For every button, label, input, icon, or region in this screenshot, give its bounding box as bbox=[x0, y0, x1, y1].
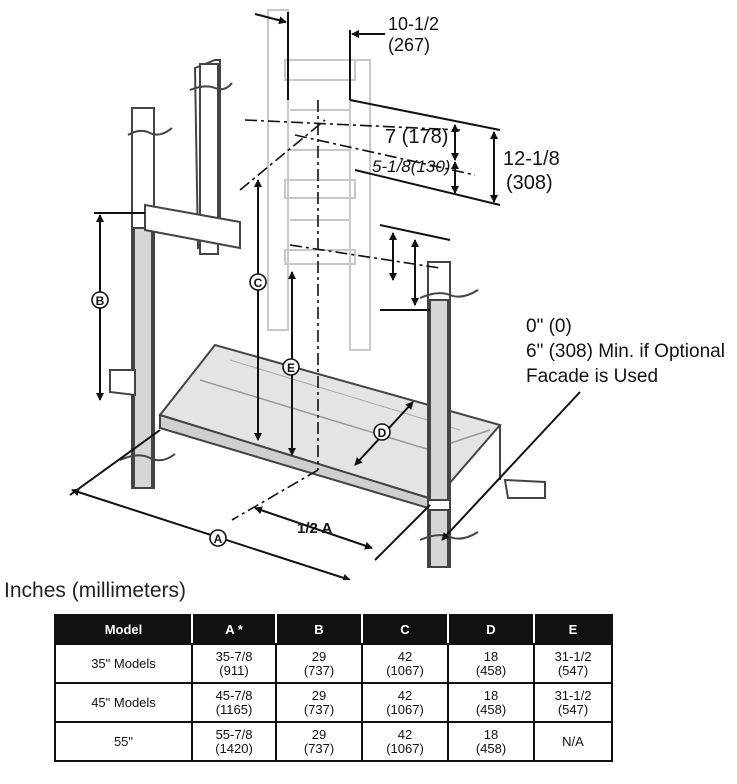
cell-d-mm: (458) bbox=[475, 701, 507, 717]
header-d: D bbox=[447, 614, 535, 645]
header-c: C bbox=[361, 614, 449, 645]
table-header-row: Model A * B C D E bbox=[54, 614, 613, 645]
callout-d: D bbox=[373, 423, 391, 441]
cell-d-in: 18 bbox=[483, 726, 499, 742]
cell-e: 31-1/2(547) bbox=[533, 682, 613, 723]
cell-a-mm: (1420) bbox=[215, 740, 253, 756]
cell-model: 45" Models bbox=[54, 682, 193, 723]
top-width-label: 10-1/2 bbox=[388, 14, 439, 34]
dim2-label: 5-1/8(130) bbox=[372, 157, 450, 176]
cell-a-mm: (911) bbox=[219, 662, 249, 678]
cell-a-mm: (1165) bbox=[215, 701, 253, 717]
cell-a-in: 45-7/8 bbox=[215, 687, 253, 703]
cell-a: 45-7/8(1165) bbox=[191, 682, 277, 723]
cell-d: 18(458) bbox=[447, 643, 535, 684]
cell-e-in: N/A bbox=[562, 733, 584, 749]
header-b: B bbox=[275, 614, 363, 645]
cell-a-in: 35-7/8 bbox=[215, 648, 253, 664]
cell-c-in: 42 bbox=[397, 687, 413, 703]
cell-b-mm: (737) bbox=[303, 662, 335, 678]
cell-e-mm: (547) bbox=[557, 701, 589, 717]
cell-a: 35-7/8(911) bbox=[191, 643, 277, 684]
callout-d-letter: D bbox=[378, 426, 387, 440]
cell-b-in: 29 bbox=[311, 726, 327, 742]
dimensions-table: Model A * B C D E 35" Models 35-7/8(911)… bbox=[54, 614, 613, 762]
cell-b-mm: (737) bbox=[303, 701, 335, 717]
centerlines bbox=[231, 100, 476, 521]
callout-b-letter: B bbox=[96, 294, 105, 308]
half-a-label: 1/2 A bbox=[297, 520, 332, 537]
chase-framing bbox=[267, 9, 371, 351]
cell-d-mm: (458) bbox=[475, 662, 507, 678]
cell-d-mm: (458) bbox=[475, 740, 507, 756]
cell-e: N/A bbox=[533, 721, 613, 762]
base-platform bbox=[109, 343, 546, 512]
cell-d: 18(458) bbox=[447, 721, 535, 762]
cell-c-mm: (1067) bbox=[386, 740, 424, 756]
top-width-mm-label: (267) bbox=[388, 35, 430, 55]
callout-a-letter: A bbox=[214, 532, 223, 546]
cell-c: 42(1067) bbox=[361, 682, 449, 723]
right-stud bbox=[419, 261, 479, 568]
cell-d-in: 18 bbox=[483, 687, 499, 703]
cell-e-mm: (547) bbox=[557, 662, 589, 678]
clearance-line2: 6" (308) Min. if Optional bbox=[526, 341, 725, 362]
dim1-label: 7 (178) bbox=[385, 126, 448, 148]
cell-c-mm: (1067) bbox=[386, 662, 424, 678]
cell-a-in: 55-7/8 bbox=[215, 726, 253, 742]
header-model: Model bbox=[54, 614, 193, 645]
table-row: 55" 55-7/8(1420) 29(737) 42(1067) 18(458… bbox=[54, 721, 613, 762]
cell-d: 18(458) bbox=[447, 682, 535, 723]
dim3-label: 12-1/8 bbox=[503, 148, 560, 170]
header-a: A * bbox=[191, 614, 277, 645]
callout-b: B bbox=[91, 291, 109, 309]
callout-c-letter: C bbox=[254, 276, 263, 290]
left-studs bbox=[119, 59, 241, 489]
dim3-mm-label: (308) bbox=[506, 172, 553, 194]
cell-d-in: 18 bbox=[483, 648, 499, 664]
cell-c: 42(1067) bbox=[361, 721, 449, 762]
cell-e: 31-1/2(547) bbox=[533, 643, 613, 684]
clearance-line3: Facade is Used bbox=[526, 366, 658, 387]
callout-a: A bbox=[209, 529, 227, 547]
cell-b-mm: (737) bbox=[303, 740, 335, 756]
cell-e-in: 31-1/2 bbox=[554, 648, 592, 664]
cell-b-in: 29 bbox=[311, 648, 327, 664]
cell-c-in: 42 bbox=[397, 648, 413, 664]
cell-c: 42(1067) bbox=[361, 643, 449, 684]
table-row: 45" Models 45-7/8(1165) 29(737) 42(1067)… bbox=[54, 682, 613, 723]
cell-model: 55" bbox=[54, 721, 193, 762]
callout-e-letter: E bbox=[287, 361, 295, 375]
cell-model: 35" Models bbox=[54, 643, 193, 684]
cell-c-in: 42 bbox=[397, 726, 413, 742]
units-caption: Inches (millimeters) bbox=[4, 579, 187, 602]
table-row: 35" Models 35-7/8(911) 29(737) 42(1067) … bbox=[54, 643, 613, 684]
header-e: E bbox=[533, 614, 613, 645]
cell-b-in: 29 bbox=[311, 687, 327, 703]
clearance-line1: 0" (0) bbox=[526, 316, 572, 337]
cell-b: 29(737) bbox=[275, 721, 363, 762]
cell-c-mm: (1067) bbox=[386, 701, 424, 717]
framing-diagram: 10-1/2 (267) 7 (178) 5-1/8(130) 12-1/8 (… bbox=[69, 9, 725, 580]
callout-c: C bbox=[249, 273, 267, 291]
cell-a: 55-7/8(1420) bbox=[191, 721, 277, 762]
callout-e: E bbox=[282, 358, 300, 376]
cell-b: 29(737) bbox=[275, 682, 363, 723]
cell-b: 29(737) bbox=[275, 643, 363, 684]
cell-e-in: 31-1/2 bbox=[554, 687, 592, 703]
